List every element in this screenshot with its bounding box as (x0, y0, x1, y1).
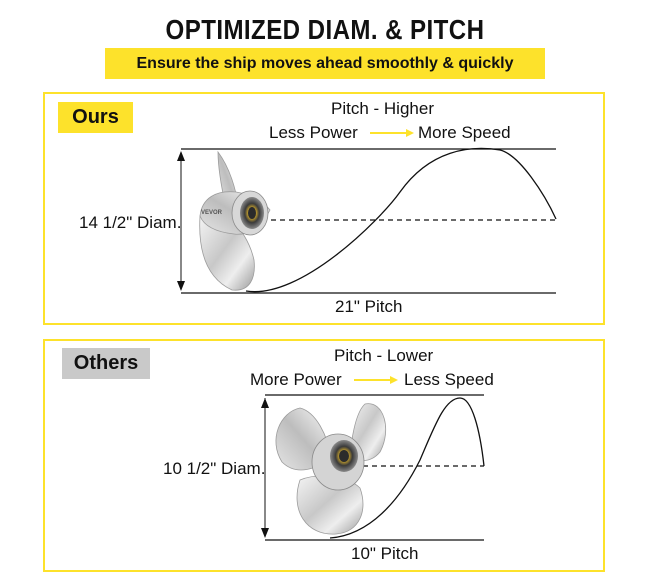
ours-panel (43, 92, 605, 325)
others-flow-arrow (354, 376, 398, 384)
ours-pitch-diagram (177, 147, 557, 294)
others-panel (43, 339, 605, 572)
others-pitch-heading: Pitch - Lower (334, 346, 434, 365)
ours-pitch-heading: Pitch - Higher (331, 99, 434, 118)
ours-pitch-label: 21" Pitch (335, 297, 403, 316)
others-pitch-diagram (261, 394, 485, 541)
subtitle-banner: Ensure the ship moves ahead smoothly & q… (105, 48, 545, 79)
others-diameter-label: 10 1/2" Diam. (163, 459, 266, 478)
ours-flow-from: Less Power (269, 123, 358, 142)
others-propeller-image (275, 403, 387, 535)
others-flow-from: More Power (250, 370, 342, 389)
ours-brand-mark: VEVOR (201, 210, 223, 216)
ours-propeller-image: VEVOR (199, 150, 271, 291)
others-pitch-label: 10" Pitch (351, 544, 419, 563)
ours-flow-arrow (370, 129, 414, 137)
ours-flow-to: More Speed (418, 123, 511, 142)
others-tag: Others (62, 348, 150, 379)
others-flow-to: Less Speed (404, 370, 494, 389)
page-title: OPTIMIZED DIAM. & PITCH (165, 14, 485, 45)
ours-tag: Ours (58, 102, 133, 133)
ours-diameter-label: 14 1/2" Diam. (79, 213, 182, 232)
